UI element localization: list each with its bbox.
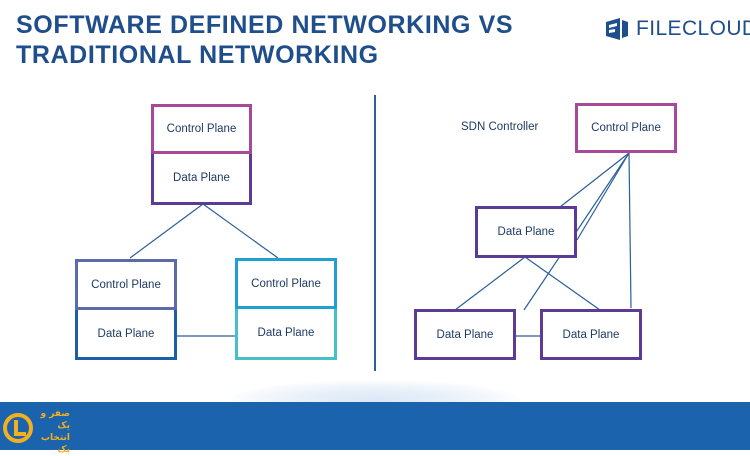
footer-brand-line-2: انتخاب پک	[40, 433, 70, 455]
traditional-top-control-plane: Control Plane	[151, 104, 252, 154]
sdn-bottom-left-data-plane: Data Plane	[414, 309, 516, 360]
connector-line	[628, 152, 632, 309]
node-label: Control Plane	[166, 123, 237, 135]
traditional-left-data-plane: Data Plane	[75, 310, 177, 360]
traditional-top-data-plane: Data Plane	[151, 154, 252, 205]
filecloud-logo-icon	[606, 18, 628, 40]
node-label: Data Plane	[257, 327, 315, 339]
node-label: Data Plane	[97, 327, 155, 340]
connector-line	[559, 152, 630, 208]
node-label: Data Plane	[497, 226, 555, 238]
center-divider	[374, 95, 376, 371]
connector-line	[202, 203, 279, 259]
traditional-right-data-plane: Data Plane	[235, 309, 337, 360]
node-label: Data Plane	[173, 172, 230, 184]
connector-line	[576, 152, 630, 241]
page-title: SOFTWARE DEFINED NETWORKING VS TRADITION…	[16, 10, 513, 70]
connector-line	[129, 203, 204, 259]
sefroyek-logo-icon	[3, 413, 33, 443]
connector-line	[524, 256, 601, 311]
filecloud-logo-text: FILECLOUD	[636, 17, 750, 40]
filecloud-logo: FILECLOUD	[604, 16, 750, 42]
node-label: Control Plane	[251, 277, 321, 290]
traditional-left-control-plane: Control Plane	[75, 259, 177, 310]
sdn-mid-data-plane: Data Plane	[475, 206, 577, 258]
traditional-right-control-plane: Control Plane	[235, 258, 337, 309]
node-label: Data Plane	[436, 328, 494, 341]
title-line-2: TRADITIONAL NETWORKING	[16, 41, 379, 69]
footer-brand-text: صفر و یک انتخاب پک	[36, 408, 70, 456]
title-line-1: SOFTWARE DEFINED NETWORKING VS	[16, 11, 514, 39]
node-label: Data Plane	[562, 328, 620, 341]
node-label: Control Plane	[91, 278, 161, 291]
sdn-control-plane: Control Plane	[575, 103, 677, 153]
sdn-controller-label: SDN Controller	[461, 121, 539, 133]
connector-line	[454, 256, 526, 311]
sdn-bottom-right-data-plane: Data Plane	[540, 309, 642, 360]
node-label: Control Plane	[591, 122, 661, 134]
footer-brand-line-1: صفر و یک	[40, 409, 70, 431]
footer-bar	[0, 402, 750, 450]
